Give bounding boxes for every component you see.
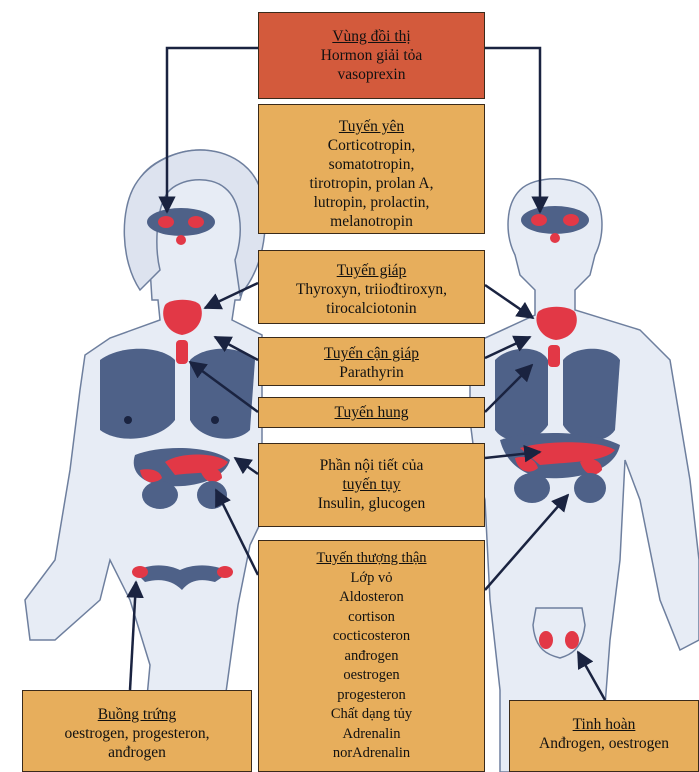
hypothalamus-line: vasoprexin — [259, 65, 484, 84]
ovary-line: oestrogen, progesteron, — [23, 724, 251, 743]
pituitary-line: lutropin, prolactin, — [259, 193, 484, 212]
parathyroid-box: Tuyến cận giáp Parathyrin — [258, 337, 485, 386]
pituitary-box: Tuyến yên Corticotropin, somatotropin, t… — [258, 104, 485, 234]
hypothalamus-box: Vùng đồi thị Hormon giải tỏa vasoprexin — [258, 12, 485, 99]
hypothalamus-line: Hormon giải tỏa — [259, 46, 484, 65]
pancreas-line: Insulin, glucogen — [259, 494, 484, 513]
pituitary-line: melanotropin — [259, 212, 484, 231]
adrenal-line: Lớp vỏ — [259, 569, 484, 589]
adrenal-line: oestrogen — [259, 666, 484, 686]
pituitary-line: tirotropin, prolan A, — [259, 174, 484, 193]
adrenal-line: cortison — [259, 608, 484, 628]
adrenal-box: Tuyến thượng thận Lớp vỏ Aldosteron cort… — [258, 540, 485, 772]
thyroid-line: Thyroxyn, triiođtiroxyn, — [259, 280, 484, 299]
adrenal-line: Aldosteron — [259, 588, 484, 608]
thymus-box: Tuyến hung — [258, 397, 485, 428]
thyroid-line: tirocalciotonin — [259, 299, 484, 318]
testis-title: Tinh hoàn — [510, 715, 698, 734]
ovary-title: Buồng trứng — [23, 705, 251, 724]
ovary-box: Buồng trứng oestrogen, progesteron, anđr… — [22, 690, 252, 772]
pancreas-line: Phần nội tiết của — [259, 456, 484, 475]
hypothalamus-title: Vùng đồi thị — [259, 27, 484, 46]
adrenal-line: norAdrenalin — [259, 744, 484, 764]
testis-box: Tinh hoàn Anđrogen, oestrogen — [509, 700, 699, 772]
thyroid-title: Tuyến giáp — [259, 261, 484, 280]
pancreas-box: Phần nội tiết của tuyến tụy Insulin, glu… — [258, 443, 485, 527]
parathyroid-line: Parathyrin — [259, 363, 484, 382]
testis-line: Anđrogen, oestrogen — [510, 734, 698, 753]
adrenal-line: progesteron — [259, 686, 484, 706]
pancreas-title: tuyến tụy — [259, 475, 484, 494]
thyroid-box: Tuyến giáp Thyroxyn, triiođtiroxyn, tiro… — [258, 250, 485, 324]
adrenal-line: Adrenalin — [259, 725, 484, 745]
adrenal-title: Tuyến thượng thận — [259, 549, 484, 569]
adrenal-line: Chất dạng tủy — [259, 705, 484, 725]
adrenal-line: cocticosteron — [259, 627, 484, 647]
pituitary-line: Corticotropin, — [259, 136, 484, 155]
pituitary-title: Tuyến yên — [259, 117, 484, 136]
adrenal-line: anđrogen — [259, 647, 484, 667]
thymus-title: Tuyến hung — [259, 403, 484, 422]
parathyroid-title: Tuyến cận giáp — [259, 344, 484, 363]
ovary-line: anđrogen — [23, 743, 251, 762]
pituitary-line: somatotropin, — [259, 155, 484, 174]
